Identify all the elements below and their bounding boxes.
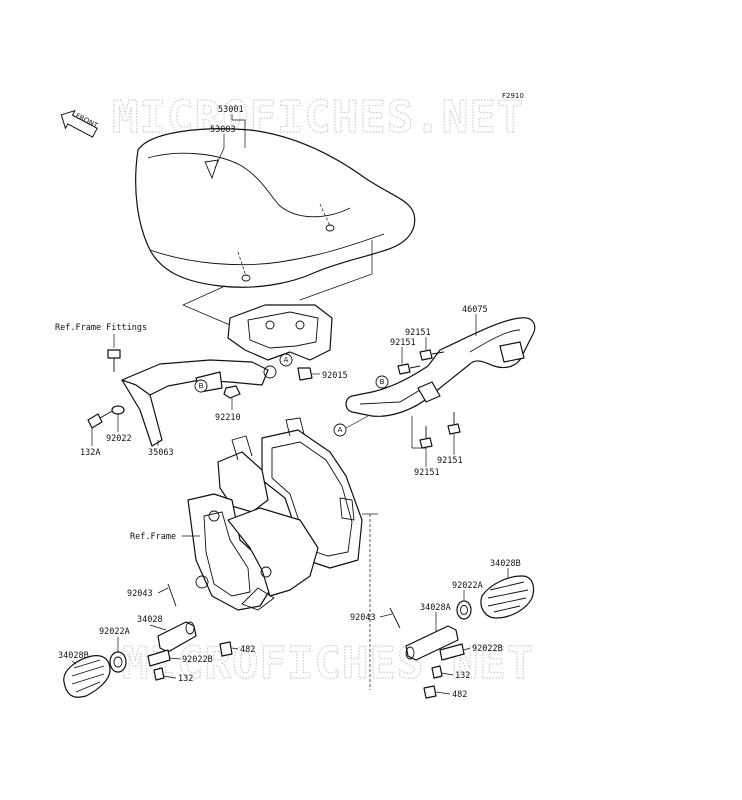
label-92210: 92210	[215, 413, 241, 423]
label-92043-right: 92043	[350, 613, 376, 623]
label-ref-frame-fittings: Ref.Frame Fittings	[55, 323, 147, 333]
label-132-left: 132	[178, 674, 193, 684]
plate-92022B-left-icon	[147, 649, 171, 667]
callout-a-rail-label: A	[338, 426, 343, 434]
label-34028: 34028	[137, 615, 163, 625]
label-92022B-left: 92022B	[182, 655, 213, 665]
bolt-92151-a-icon	[419, 349, 445, 361]
label-34028B-right: 34028B	[490, 559, 521, 569]
washer-92022A-left-icon	[109, 651, 127, 673]
label-46075: 46075	[462, 305, 488, 315]
callout-b-rear-label: B	[199, 382, 204, 390]
washer-92022A-right-icon	[456, 600, 472, 620]
callout-a-rear-label: A	[284, 356, 289, 364]
nut-92210-icon	[223, 385, 241, 399]
label-53003: 53003	[210, 125, 236, 135]
pin-92043-left-icon	[167, 583, 177, 607]
bolt-92151-d-icon	[419, 426, 433, 449]
label-34028A: 34028A	[420, 603, 451, 613]
callout-b-rear	[194, 379, 208, 393]
label-92151-a: 92151	[405, 328, 431, 338]
callout-a-rail	[333, 423, 347, 437]
label-92022: 92022	[106, 434, 132, 444]
right-footpeg	[362, 513, 535, 699]
front-arrow-icon	[60, 109, 98, 138]
bolt-92151-b-icon	[397, 363, 421, 375]
pin-482-left-icon	[219, 641, 233, 657]
label-34028B-left: 34028B	[58, 651, 89, 661]
washer-92022-icon	[111, 405, 125, 415]
label-92151-c: 92151	[437, 456, 463, 466]
bolt-132-right-icon	[431, 665, 443, 679]
nut-92015-icon	[297, 367, 313, 381]
bolt-92151-c-icon	[447, 412, 461, 435]
label-92043-left: 92043	[127, 589, 153, 599]
watermark-bottom: MICROFICHES.NET	[122, 638, 534, 689]
bolt-132A-icon	[87, 409, 115, 429]
label-35063: 35063	[148, 448, 174, 458]
label-92151-d: 92151	[414, 468, 440, 478]
bolt-132-left-icon	[153, 667, 165, 681]
frame	[187, 417, 363, 611]
label-482-left: 482	[240, 645, 255, 655]
pin-92043-right-icon	[389, 607, 401, 629]
label-92022A-right: 92022A	[452, 581, 483, 591]
label-132-right: 132	[455, 671, 470, 681]
grab-rail	[345, 317, 536, 417]
label-ref-frame: Ref.Frame	[130, 532, 176, 542]
callout-b-rail	[375, 375, 389, 389]
label-132A: 132A	[80, 448, 100, 458]
label-92015: 92015	[322, 371, 348, 381]
bolt-ref-frame-fittings-icon	[107, 349, 121, 372]
label-92151-b: 92151	[390, 338, 416, 348]
seat	[135, 128, 416, 288]
label-92022A-left: 92022A	[99, 627, 130, 637]
callout-b-rail-label: B	[380, 378, 385, 386]
callout-a-rear	[279, 353, 293, 367]
pin-482-right-icon	[423, 685, 437, 699]
label-92022B-right: 92022B	[472, 644, 503, 654]
plate-92022B-right-icon	[439, 643, 465, 661]
label-482-right: 482	[452, 690, 467, 700]
figure-code: F2910	[502, 92, 524, 100]
label-53001: 53001	[218, 105, 244, 115]
